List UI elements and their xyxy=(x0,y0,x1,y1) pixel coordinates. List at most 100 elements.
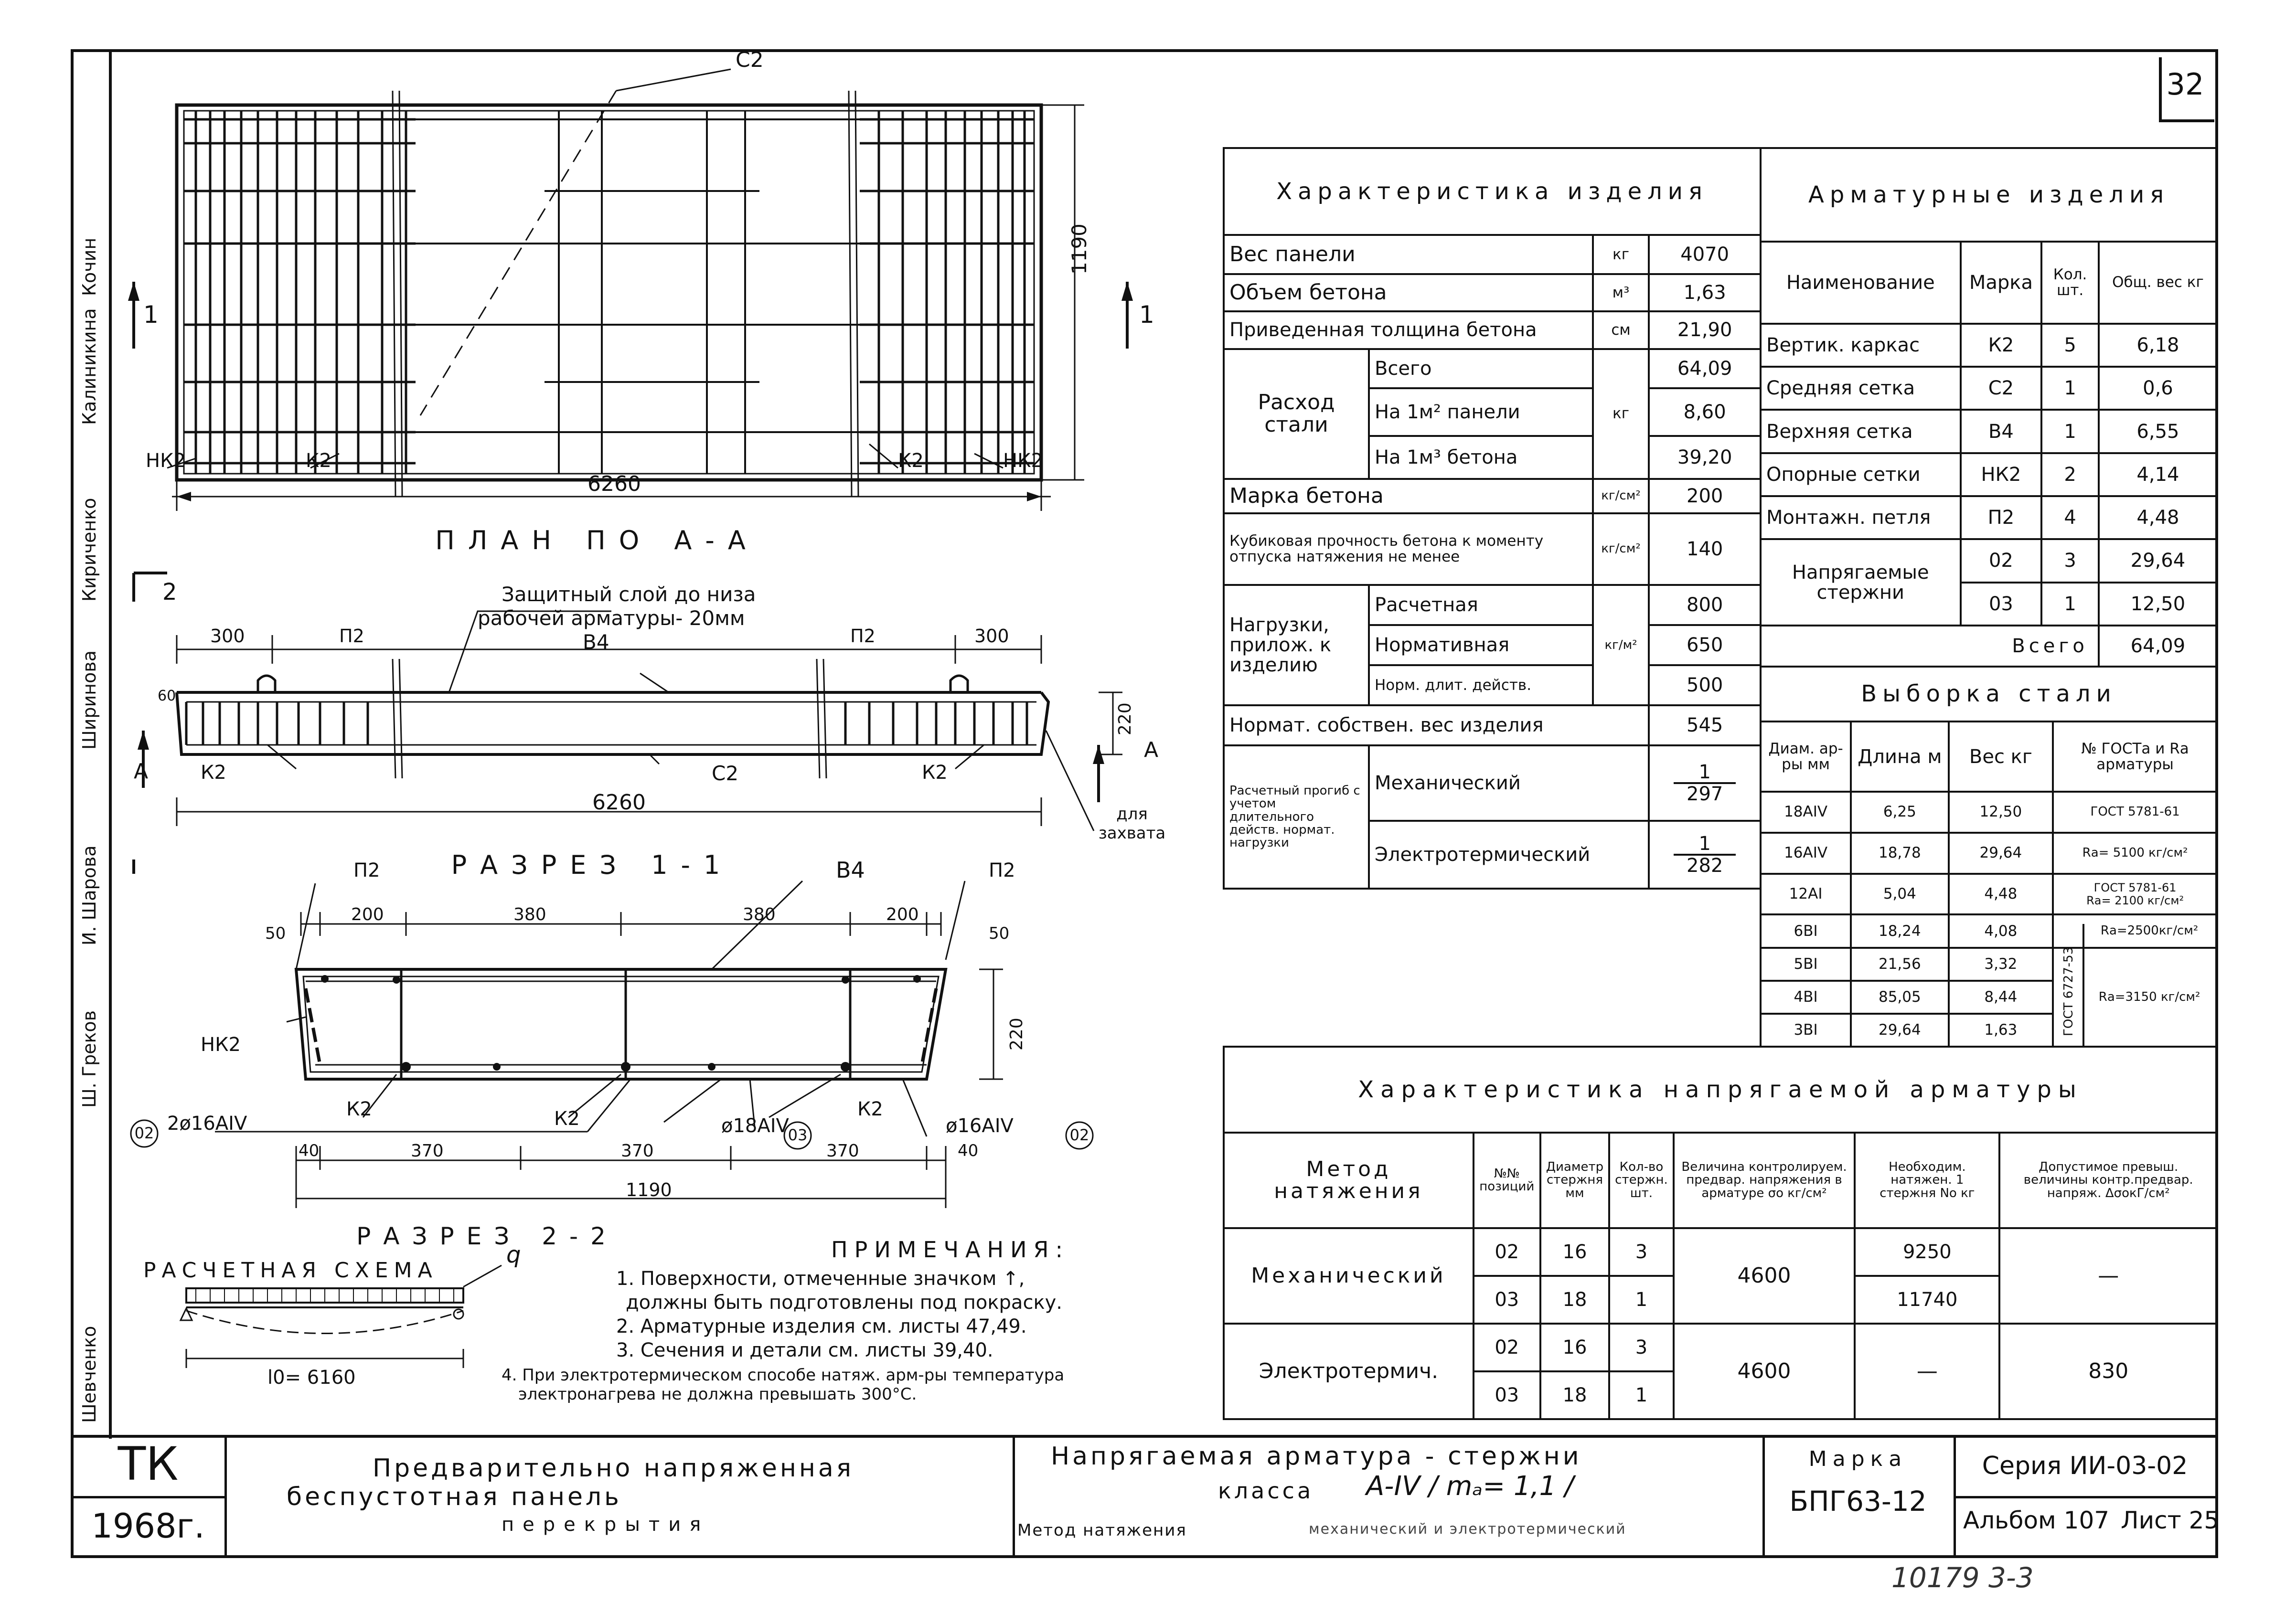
row-volume-label: Объем бетона xyxy=(1223,273,1594,313)
section22-k2-b: К2 xyxy=(554,1108,580,1130)
steel-weight: 1,63 xyxy=(1947,1012,2054,1048)
load-long-label: Норм. длит. действ. xyxy=(1367,664,1594,707)
steel-std-gost-6727: ГОСТ 6727-53 xyxy=(2061,946,2076,1036)
cover-note-line1: Защитный слой до низа xyxy=(502,583,756,606)
tk-label: ТК xyxy=(117,1437,179,1491)
prestress-pos: 02 xyxy=(1472,1227,1541,1277)
title-block xyxy=(71,1435,2218,1561)
plan-title: ПЛАН ПО А-А xyxy=(435,525,759,555)
rebar-header-qty: Кол. шт. xyxy=(2040,240,2100,325)
cover-note-line2: рабочей арматуры- 20мм xyxy=(478,606,745,630)
section22-dim-220: 220 xyxy=(1007,1018,1026,1050)
steel-std-ra-2500: Rа=2500кг/см² xyxy=(2052,913,2218,949)
rebar-qty: 4 xyxy=(2040,495,2100,541)
steel-length: 5,04 xyxy=(1850,872,1950,916)
section22-bars-2x16: 2ø16АIV xyxy=(167,1113,247,1135)
section22-p2-right: П2 xyxy=(989,859,1015,881)
plan-height-dim: 1190 xyxy=(1068,223,1091,275)
steel-std-ra-3150-text: Rа=3150 кг/см² xyxy=(2098,989,2200,1004)
prestress-header-pos: №№ позиций xyxy=(1472,1132,1541,1229)
product-table-title: Характеристика изделия xyxy=(1223,147,1762,236)
steel-dia: 4ВI xyxy=(1759,979,1852,1015)
section11-b4: В4 xyxy=(583,630,609,654)
rebar-header-weight: Общ. вес кг xyxy=(2097,240,2219,325)
rebar-weight: 0,6 xyxy=(2097,366,2219,411)
tension-line2-class: класса xyxy=(1218,1478,1314,1504)
row-thickness-value: 21,90 xyxy=(1648,310,1762,350)
prestress-header-allowance: Допустимое превыш. величины контр.предва… xyxy=(1998,1132,2218,1229)
note-line: 2. Арматурные изделия см. листы 47,49. xyxy=(616,1316,1027,1337)
plan-section-mark-right: 1 xyxy=(1139,301,1154,329)
sidebar-names: Шевченко Ш. Греков И. Шарова Ширинова Ки… xyxy=(74,238,107,1432)
section22-k2-c: К2 xyxy=(857,1098,883,1120)
prestress-force: 11740 xyxy=(1854,1275,2001,1325)
rebar-mark: К2 xyxy=(1959,322,2043,368)
title-block-divider xyxy=(71,1496,224,1498)
page-number: 32 xyxy=(2166,67,2204,102)
steel-per-m3-label: На 1м³ бетона xyxy=(1367,435,1594,480)
plan-k2-right: К2 xyxy=(898,450,924,472)
section11-dim-220: 220 xyxy=(1115,702,1135,735)
position-03: 03 xyxy=(788,1126,808,1144)
page-number-box xyxy=(2159,57,2214,122)
steel-total-value: 64,09 xyxy=(1648,348,1762,389)
deflection-mech-num: 1 xyxy=(1674,762,1736,785)
cube-strength-unit: кг/см² xyxy=(1591,512,1650,586)
note-line: 4. При электротермическом способе натяж.… xyxy=(502,1366,1065,1385)
concrete-grade-unit: кг/см² xyxy=(1591,477,1650,514)
plan-c2-label: С2 xyxy=(736,48,764,72)
steel-header-length: Длина м xyxy=(1850,721,1950,793)
steel-weight: 12,50 xyxy=(1947,790,2054,834)
plan-nk2-right: НК2 xyxy=(1003,450,1043,472)
mark-label: Марка xyxy=(1808,1447,1908,1471)
steel-dia: 16АIV xyxy=(1759,831,1852,875)
deflection-el-num: 1 xyxy=(1674,834,1736,856)
steel-header-weight: Вес кг xyxy=(1947,721,2054,793)
section22-dim-370-b: 370 xyxy=(621,1141,654,1161)
rebar-mark: П2 xyxy=(1959,495,2043,541)
steel-per-m3-value: 39,20 xyxy=(1648,435,1762,480)
rebar-total-value: 64,09 xyxy=(2097,624,2219,668)
section22-dim-50-right: 50 xyxy=(989,924,1010,943)
rebar-mark: 03 xyxy=(1959,581,2043,626)
loads-label: Нагрузки, прилож. к изделию xyxy=(1223,584,1370,707)
steel-dia: 12АI xyxy=(1759,872,1852,916)
steel-dia: 18АIV xyxy=(1759,790,1852,834)
rebar-weight: 4,48 xyxy=(2097,495,2219,541)
rebar-name: Средняя сетка xyxy=(1760,366,1962,411)
steel-weight: 4,08 xyxy=(1947,913,2054,949)
deflection-label: Расчетный прогиб с учетом длительного де… xyxy=(1223,744,1370,890)
steel-std-ra-3150: Rа=3150 кг/см² xyxy=(2052,946,2218,1048)
tension-method-label: Метод натяжения xyxy=(1017,1521,1187,1540)
section22-dim-370-a: 370 xyxy=(411,1141,444,1161)
prestress-force-el: — xyxy=(1854,1323,2001,1420)
row-weight-label: Вес панели xyxy=(1223,234,1594,276)
sidebar-name: Ширинова xyxy=(79,650,100,750)
rebar-mark: 02 xyxy=(1959,538,2043,584)
table-row: 03 18 1 xyxy=(1224,1370,2217,1420)
cube-strength-value: 140 xyxy=(1648,512,1762,586)
prestress-qty: 3 xyxy=(1608,1227,1675,1277)
table-row: Механический 02 16 3 4600 9250 — xyxy=(1223,1227,2218,1325)
steel-length: 21,56 xyxy=(1850,946,1950,982)
section22-bars-16: ø16АIV xyxy=(946,1115,1014,1137)
section-2-2-title: РАЗРЕЗ 2-2 xyxy=(356,1222,618,1250)
load-normative-value: 650 xyxy=(1648,624,1762,667)
section11-dim-300-right: 300 xyxy=(974,626,1009,647)
rebar-mark: С2 xyxy=(1959,366,2043,411)
steel-table-title: Выборка стали xyxy=(1760,665,2218,723)
section22-dim-370-c: 370 xyxy=(826,1141,859,1161)
title-block-divider xyxy=(1762,1435,1765,1558)
rebar-qty: 1 xyxy=(2040,366,2100,411)
prestress-header-method: Метод натяжения xyxy=(1223,1132,1474,1229)
steel-length: 6,25 xyxy=(1850,790,1950,834)
steel-std-ra-2100: Rа= 2100 кг/см² xyxy=(2086,893,2184,907)
rebar-name: Верхняя сетка xyxy=(1760,409,1962,454)
